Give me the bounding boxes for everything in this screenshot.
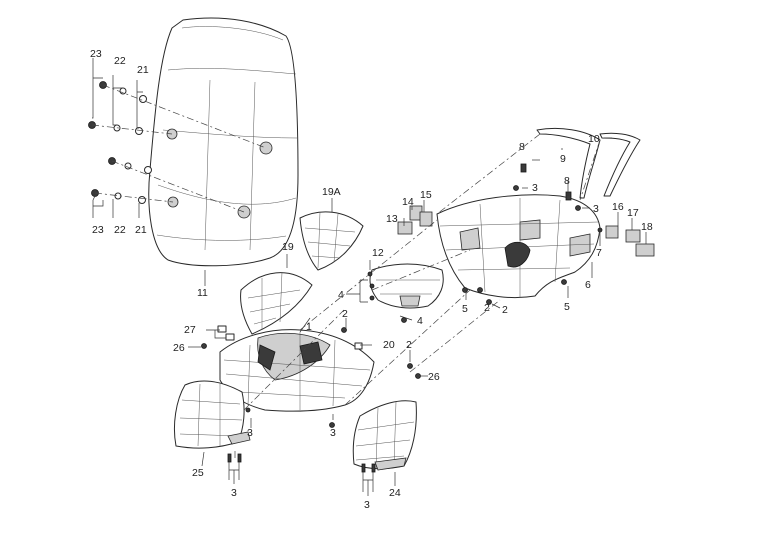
callout-3: 3: [364, 499, 370, 511]
assembly-lines: [234, 133, 601, 458]
callout-13: 13: [386, 213, 398, 225]
callout-24: 24: [389, 487, 401, 499]
callout-18: 18: [641, 221, 653, 233]
windshield-fasteners: [88, 58, 267, 218]
front-cover: [219, 329, 375, 412]
callout-20: 20: [383, 339, 395, 351]
switches: [397, 205, 655, 257]
callout-4: 4: [417, 315, 423, 327]
callout-4: 4: [338, 289, 344, 301]
lower-left-cover: [173, 380, 251, 449]
callout-2: 2: [484, 302, 490, 314]
callout-1: 1: [306, 321, 312, 333]
callout-2: 2: [502, 304, 508, 316]
callout-5: 5: [564, 301, 570, 313]
callout-12: 12: [372, 247, 384, 259]
callout-16: 16: [612, 201, 624, 213]
callout-3: 3: [231, 487, 237, 499]
callout-22: 22: [114, 224, 126, 236]
leader-lines: [188, 137, 647, 496]
callout-14: 14: [402, 196, 414, 208]
callout-15: 15: [420, 189, 432, 201]
callout-27: 27: [184, 324, 196, 336]
callout-6: 6: [585, 279, 591, 291]
callout-23: 23: [90, 48, 102, 60]
callout-3: 3: [247, 427, 253, 439]
callout-9: 9: [560, 153, 566, 165]
callout-2: 2: [406, 339, 412, 351]
callout-17: 17: [627, 207, 639, 219]
callout-7: 7: [596, 247, 602, 259]
callout-19: 19: [282, 241, 294, 253]
callout-3: 3: [532, 182, 538, 194]
callout-8: 8: [564, 175, 570, 187]
visor-19: [240, 271, 313, 335]
visor-19a: [299, 211, 364, 271]
callout-3: 3: [330, 427, 336, 439]
windshield: [148, 17, 299, 267]
callout-5: 5: [462, 303, 468, 315]
center-panel: [369, 263, 444, 309]
callout-23: 23: [92, 224, 104, 236]
callout-2: 2: [342, 308, 348, 320]
lower-right-cover: [352, 400, 417, 471]
callout-26: 26: [173, 342, 185, 354]
callout-11: 11: [197, 287, 208, 299]
callout-19a: 19A: [322, 186, 341, 198]
side-trim-9: [536, 127, 601, 199]
callout-21: 21: [135, 224, 147, 236]
callout-26: 26: [428, 371, 440, 383]
callout-25: 25: [192, 467, 204, 479]
callout-10: 10: [588, 133, 600, 145]
callout-22: 22: [114, 55, 126, 67]
handlebar-inner-cover: [436, 194, 601, 299]
side-trim-10: [599, 132, 641, 197]
callout-21: 21: [137, 64, 149, 76]
callout-3: 3: [593, 203, 599, 215]
callout-8: 8: [519, 141, 525, 153]
callout-labels: 1 2 2 2 2 3 3 3 3 3 3 4 4 5 5 6 7 8 8 9 …: [90, 48, 653, 511]
